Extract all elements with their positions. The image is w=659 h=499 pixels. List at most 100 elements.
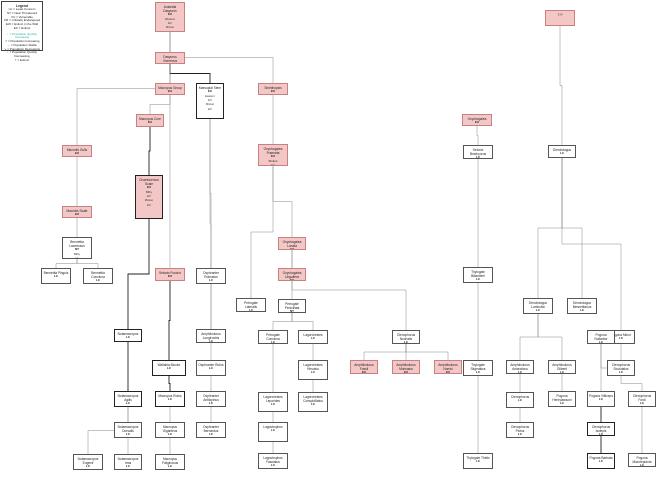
taxon-node-petrogale-penicillata[interactable]: Petrogale PenicillataNTEasternLC [278,299,306,313]
taxon-name: Macrotis Gulls [66,148,88,152]
legend-status-line: LC = Least Concern [8,7,36,12]
edge-dendrolagus-pogona_minor [561,158,622,330]
taxon-name: Lagostrophus [263,425,283,429]
taxon-name: Osphranter Antilopinus [203,394,219,402]
edge-onychogalea_lunata-ctenophorus_nuchalis [291,250,407,330]
taxon-name: Bennettia Concinna [91,271,105,279]
taxon-name: Macropus Giganteus [162,425,178,433]
legend-trend-line: † = Extinct [14,57,30,62]
taxon-name: Onychogalea [467,117,487,121]
conservation-status: LC [619,370,623,374]
conservation-status: LC [518,432,522,436]
conservation-status: LC [126,401,130,405]
conservation-status: EX [74,151,79,155]
conservation-status: LC [640,401,644,405]
subpopulation-entry: Bilby [145,189,153,194]
taxon-node-top-right[interactable]: ??? [545,10,575,26]
conservation-status: LC [476,459,480,463]
edge-onychogalea-setonix_brachyurus [476,126,479,145]
taxon-name: Lagostrophus Fasciatus [263,456,283,464]
conservation-status: LC [536,308,540,312]
taxon-name: Setonix Fuscior [159,271,181,275]
taxon-name: Pogona Barbata [589,456,613,460]
taxon-name: Ctenophorus Pictus [510,425,530,433]
edge-petrogale_penicillata-lagorchestes [291,313,314,330]
subpopulation-entry: Mintun [144,198,154,203]
taxon-name: Amphibolurus Muricatus [396,363,416,371]
edge-notamacropus_agilis-notamacropus_eugenii [87,407,129,454]
conservation-status: EX [147,120,152,124]
conservation-status: EX [167,62,172,64]
subpopulation-entry: EX [147,202,151,207]
taxon-name: Wallabia Bicolor [157,363,181,367]
taxon-name: Osphranter Bernardus [203,425,219,433]
conservation-status: LC [209,366,213,370]
edge-onychogalea_fraenata-onychogalea_lunata [272,166,293,237]
conservation-status: LC [580,308,584,312]
edge-dendrolagus-dendrolagus_lumholtzi [537,158,563,298]
